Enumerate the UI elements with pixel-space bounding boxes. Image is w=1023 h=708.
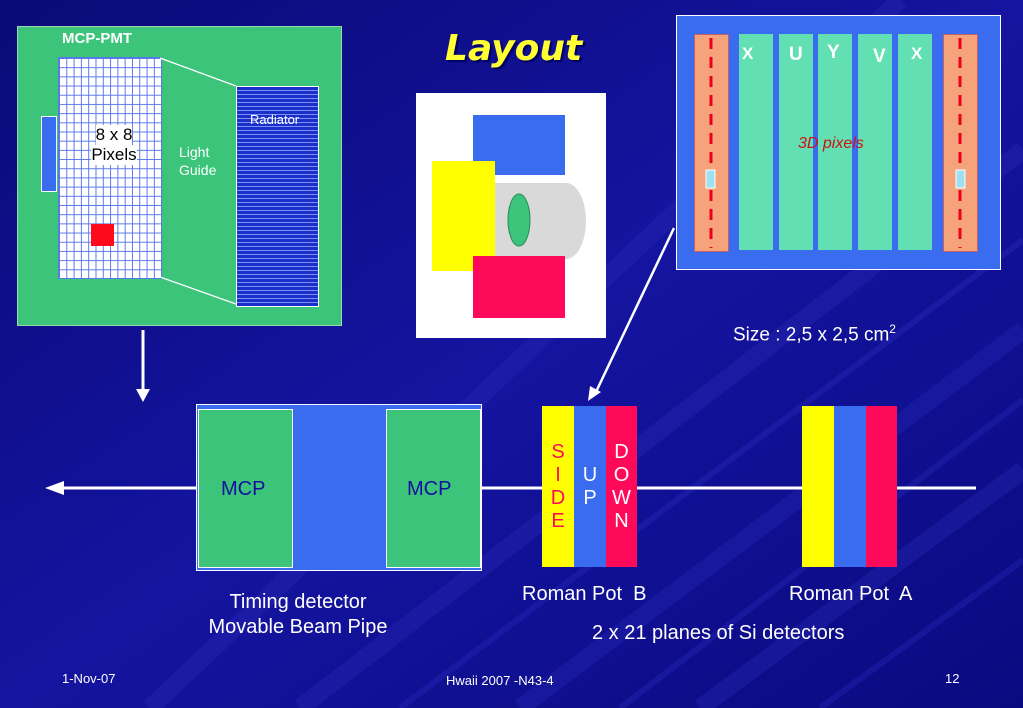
column-label-v: V: [873, 46, 886, 67]
radiator-label: Radiator: [250, 112, 300, 127]
down-letter: O: [613, 463, 630, 486]
pixels-3d-label: 3D pixels: [798, 135, 864, 152]
column-x-right: [898, 34, 932, 250]
footer-page-number: 12: [945, 671, 960, 686]
pixels-label: 8 x 8 Pixels: [74, 125, 154, 165]
timing-detector: MCP MCP: [196, 404, 482, 571]
column-u: [779, 34, 813, 250]
pot-a-yellow-plane: [802, 406, 834, 567]
mcp-right: [386, 409, 481, 568]
column-x-left: [739, 34, 773, 250]
light-guide-line2: Guide: [179, 162, 217, 178]
footer-date: 1-Nov-07: [62, 671, 116, 686]
column-label-x-left: X: [742, 44, 754, 63]
pot-a-blue-plane: [834, 406, 866, 567]
pixels-label-line1: 8 x 8: [95, 125, 133, 145]
magenta-block: [473, 256, 565, 318]
timing-caption-line2: Movable Beam Pipe: [208, 616, 388, 638]
detector-schematic: [416, 93, 606, 338]
pot-a-magenta-plane: [866, 406, 897, 567]
side-plane: S I D E: [542, 406, 574, 567]
size-label-text: Size : 2,5 x 2,5 cm: [733, 324, 890, 346]
side-letter: D: [550, 486, 566, 509]
mcp-left: [198, 409, 293, 568]
column-label-y: Y: [827, 42, 840, 63]
light-guide-label: Light Guide: [179, 143, 216, 179]
up-letter: P: [583, 486, 597, 509]
mcp-pmt-header: MCP-PMT: [62, 30, 132, 47]
side-letter: I: [555, 463, 561, 486]
light-guide-line1: Light: [179, 144, 210, 160]
page-title: Layout: [445, 28, 583, 69]
roman-pot-a: [802, 406, 897, 567]
mcp-pmt-panel: MCP-PMT 8 x 8 Pixels Light Guide Radiato…: [17, 26, 342, 326]
light-guide-lines: [159, 57, 237, 305]
pixels-label-line2: Pixels: [91, 145, 137, 165]
column-y: [818, 34, 852, 250]
size-label: Size : 2,5 x 2,5 cm2: [733, 322, 896, 346]
column-label-u: U: [789, 44, 803, 65]
mcp-left-label: MCP: [221, 478, 266, 500]
detector-schematic-drawing: [432, 115, 586, 318]
side-letter: S: [551, 440, 565, 463]
strip-dashes: [705, 38, 966, 248]
pixel-panel: X U Y V X 3D pixels: [676, 15, 1001, 270]
roman-pot-a-caption: Roman Pot A: [789, 583, 913, 605]
column-label-x-right: X: [911, 44, 923, 63]
column-v: [858, 34, 892, 250]
yellow-block: [432, 161, 495, 271]
up-plane: U P: [574, 406, 606, 567]
down-letter: D: [614, 440, 629, 463]
down-plane: D O W N: [606, 406, 637, 567]
size-label-superscript: 2: [889, 322, 896, 336]
timing-caption-line1: Timing detector: [229, 591, 367, 613]
roman-pot-b: S I D E U P D O W N: [542, 406, 637, 567]
side-blue-bar: [41, 116, 57, 192]
planes-caption: 2 x 21 planes of Si detectors: [592, 622, 845, 644]
red-pixel: [91, 224, 114, 246]
down-letter: W: [612, 486, 631, 509]
footer-center: Hwaii 2007 -N43-4: [446, 673, 554, 688]
pixel-grid: [58, 57, 162, 279]
roman-pot-b-caption: Roman Pot B: [522, 583, 647, 605]
timing-detector-caption: Timing detector Movable Beam Pipe: [188, 590, 408, 640]
radiator: [236, 86, 319, 307]
up-letter: U: [582, 463, 598, 486]
side-letter: E: [551, 509, 565, 532]
mcp-right-label: MCP: [407, 478, 452, 500]
down-letter: N: [614, 509, 629, 532]
